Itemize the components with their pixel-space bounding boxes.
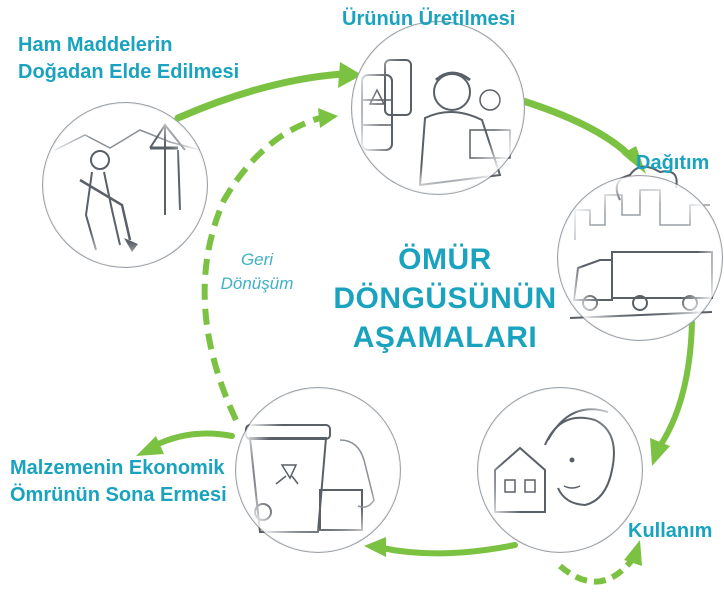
title-line1: ÖMÜR	[398, 243, 492, 276]
distribution-label: Dağıtım	[636, 152, 710, 174]
title-line2: DÖNGÜSÜNÜN	[333, 282, 557, 315]
end-of-life-label-line1: Malzemenin Ekonomik	[10, 457, 225, 479]
arrow-distribution-to-use	[657, 319, 695, 449]
diagram-title: ÖMÜR DÖNGÜSÜNÜN AŞAMALARI	[330, 240, 560, 357]
arrow-use-to-end	[379, 542, 518, 557]
arrowhead-end	[364, 537, 386, 557]
recycling-label-line1: Geri	[240, 250, 274, 269]
arrowhead-exit	[136, 436, 164, 456]
use-label: Kullanım	[628, 520, 713, 542]
raw-materials-label-line2: Doğadan Elde Edilmesi	[18, 61, 240, 83]
raw-materials-label: Ham Maddelerin Doğadan Elde Edilmesi	[18, 32, 239, 86]
production-illustration	[351, 21, 525, 195]
arrow-end-exit	[151, 430, 235, 449]
arrow-production-to-distribution	[516, 96, 636, 162]
title-line3: AŞAMALARI	[352, 321, 538, 354]
recycling-label-line2: Dönüşüm	[220, 274, 294, 293]
arrowhead-recycling	[318, 108, 338, 128]
raw-materials-illustration	[42, 102, 208, 268]
production-label: Ürünün Üretilmesi	[342, 8, 516, 30]
reuse-dashed-loop	[558, 558, 635, 585]
end-of-life-label: Malzemenin Ekonomik Ömrünün Sona Ermesi	[10, 455, 227, 509]
arrow-raw-to-production	[174, 70, 346, 122]
end-of-life-label-line2: Ömrünün Sona Ermesi	[10, 484, 227, 506]
recycling-label: Geri Dönüşüm	[202, 248, 312, 296]
arrowhead-use	[650, 438, 670, 466]
end-of-life-illustration	[235, 387, 401, 553]
distribution-illustration	[557, 165, 723, 341]
arrowhead-reuse	[624, 540, 642, 566]
arrowhead-production	[338, 62, 362, 88]
recycling-dashed-arc	[201, 115, 321, 422]
raw-materials-label-line1: Ham Maddelerin	[18, 34, 173, 56]
use-illustration	[477, 387, 643, 553]
